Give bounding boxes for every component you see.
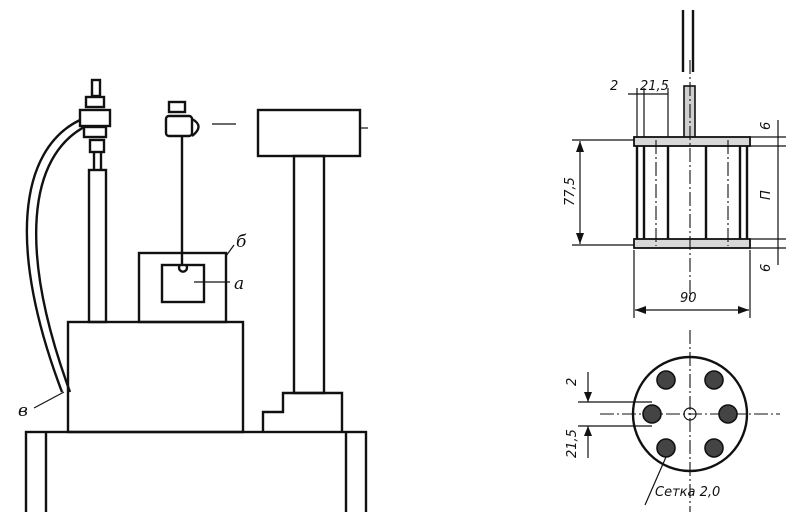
mesh-hole bbox=[642, 404, 662, 424]
spindle-rod bbox=[87, 168, 108, 324]
dim-hole-small: 2 bbox=[565, 378, 580, 386]
disk-outline bbox=[631, 355, 749, 473]
section-view bbox=[572, 10, 786, 318]
spindle-tip bbox=[90, 78, 102, 98]
dim-inner: П bbox=[759, 190, 774, 200]
arrow bbox=[576, 141, 584, 152]
label-a: а bbox=[234, 274, 244, 294]
spindle-nut-3 bbox=[88, 138, 106, 154]
mesh-leader bbox=[644, 456, 667, 506]
mesh-hole bbox=[656, 370, 676, 390]
center-hole bbox=[683, 407, 697, 421]
spindle-nut-2 bbox=[82, 125, 108, 139]
mesh-hole bbox=[704, 370, 724, 390]
base-platform bbox=[24, 430, 368, 512]
clamp-body bbox=[164, 114, 194, 138]
top-plate bbox=[633, 136, 751, 147]
chamber-b bbox=[137, 251, 228, 324]
dim-hole-spacing: 21,5 bbox=[565, 429, 580, 458]
dim-spacing-top: 21,5 bbox=[640, 79, 669, 94]
arrow bbox=[576, 233, 584, 244]
dim-height: 77,5 bbox=[563, 177, 578, 206]
mesh-hole bbox=[656, 438, 676, 458]
apparatus-left bbox=[24, 78, 368, 512]
dim-thickness-top: 2 bbox=[610, 79, 618, 94]
spindle-nut-1 bbox=[84, 95, 106, 109]
plan-view bbox=[578, 330, 780, 512]
wire-hook bbox=[177, 264, 189, 273]
flex-hose-outer bbox=[25, 118, 81, 393]
arrow bbox=[738, 306, 749, 314]
mesh-label: Сетка 2,0 bbox=[655, 485, 720, 500]
mesh-hole bbox=[704, 438, 724, 458]
arrow bbox=[584, 392, 592, 402]
leader-b bbox=[225, 244, 235, 257]
arrow bbox=[584, 426, 592, 436]
right-step-support bbox=[261, 391, 344, 432]
label-v: в bbox=[18, 401, 28, 421]
mesh-hole bbox=[718, 404, 738, 424]
dim-width: 90 bbox=[680, 291, 697, 306]
spindle-collar bbox=[78, 108, 112, 128]
arrow bbox=[635, 306, 646, 314]
vertical-column bbox=[292, 154, 326, 395]
clamp-top bbox=[167, 100, 187, 114]
dim-plate-top: 6 bbox=[759, 122, 774, 130]
dim-plate-bottom: 6 bbox=[759, 264, 774, 272]
label-b: б bbox=[236, 232, 247, 252]
sample-a bbox=[160, 263, 206, 304]
head-box bbox=[256, 108, 362, 158]
leader-v bbox=[33, 391, 65, 409]
clamp-hook bbox=[191, 117, 200, 137]
flex-hose-inner bbox=[34, 124, 87, 393]
bottom-plate bbox=[633, 238, 751, 249]
main-body-block bbox=[66, 320, 245, 434]
